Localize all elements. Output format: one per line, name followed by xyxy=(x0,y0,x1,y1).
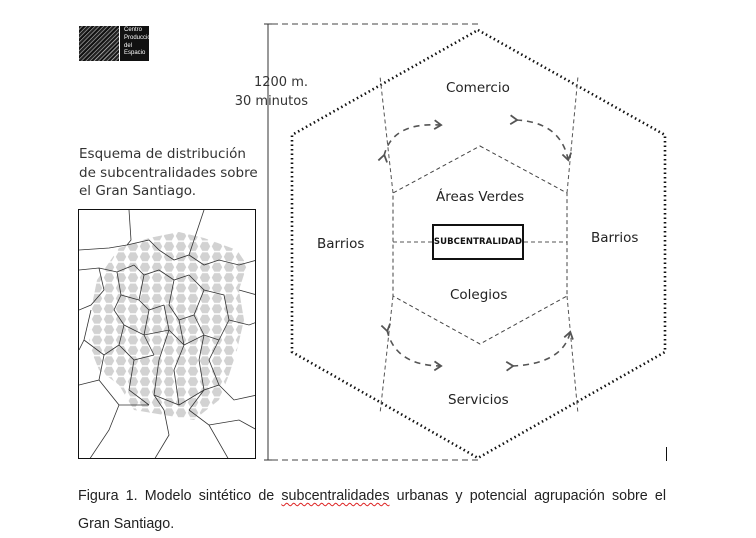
dimension-label: 1200 m. 30 minutos xyxy=(222,73,308,111)
dimension-time: 30 minutos xyxy=(234,94,308,109)
connector-bottom-left xyxy=(379,295,394,415)
connector-top-left xyxy=(379,75,394,194)
logo-line-2: Producción xyxy=(124,34,155,41)
label-comercio: Comercio xyxy=(446,80,510,96)
logo-line-4: Espacio xyxy=(124,50,146,57)
connector-bottom-right xyxy=(566,295,579,415)
map-title-line-2: de subcentralidades sobre xyxy=(79,164,258,181)
santiago-map xyxy=(78,209,256,459)
arrow-bottom-right xyxy=(505,330,574,372)
connector-top-right xyxy=(566,75,579,194)
logo-line-1: Centro xyxy=(124,27,143,33)
label-colegios: Colegios xyxy=(450,287,508,303)
figure-caption: Figura 1. Modelo sintético de subcentral… xyxy=(78,482,666,538)
label-barrios-right: Barrios xyxy=(591,230,639,246)
dimension-line xyxy=(264,23,478,461)
caption-underlined-word: subcentralidades xyxy=(281,488,390,504)
arrow-top-left xyxy=(377,119,443,163)
map-title-line-3: el Gran Santiago. xyxy=(79,183,197,199)
label-areas-verdes: Áreas Verdes xyxy=(436,189,525,205)
arrow-top-right xyxy=(509,114,573,162)
logo-line-3: del xyxy=(124,42,133,49)
commune-boundaries xyxy=(79,210,255,458)
text-cursor xyxy=(666,447,667,461)
label-servicios: Servicios xyxy=(448,392,509,408)
flow-arrows xyxy=(377,114,574,372)
arrow-bottom-left xyxy=(380,323,443,372)
logo-text-box xyxy=(120,26,149,61)
caption-part-2: urbanas y potencial agrupación sobre el … xyxy=(78,488,666,532)
subcentralidad-box: SUBCENTRALIDAD xyxy=(432,224,524,260)
map-title: Esquema de distribución de subcentralida… xyxy=(79,145,258,201)
logo-text: Centro Producción del Espacio xyxy=(124,27,154,58)
dimension-distance: 1200 m. xyxy=(253,75,308,90)
santiago-map-svg xyxy=(79,210,255,458)
caption-part-1: Figura 1. Modelo sintético de xyxy=(78,488,282,504)
logo-texture-image xyxy=(79,26,119,61)
map-title-line-1: Esquema de distribución xyxy=(79,146,246,162)
centro-produccion-logo: Centro Producción del Espacio xyxy=(79,26,154,61)
label-barrios-left: Barrios xyxy=(317,236,365,252)
